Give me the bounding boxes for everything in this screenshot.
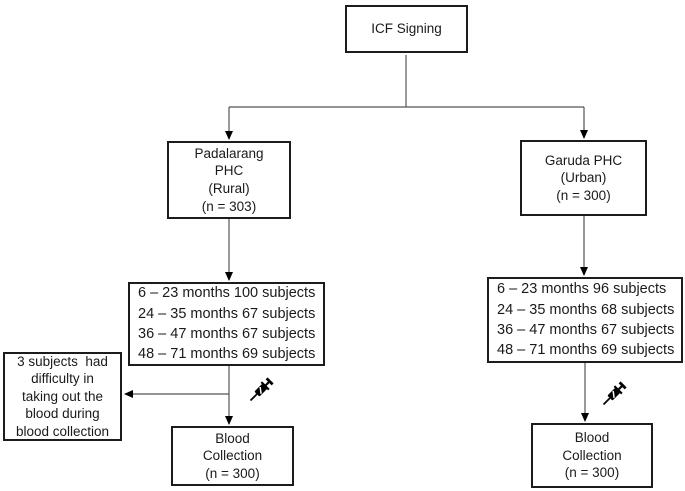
rural-age-groups-node: 6 – 23 months 100 subjects 24 – 35 month… (128, 282, 325, 366)
rural-blood-line: Collection (202, 448, 263, 464)
syringe-icon (249, 377, 274, 402)
rural-blood-line: (n = 300) (205, 465, 260, 481)
difficulty-note-node: 3 subjects had difficulty in taking out … (3, 352, 122, 441)
urban-site-line: (n = 300) (556, 187, 611, 203)
rural-blood-line: Blood (215, 430, 250, 446)
urban-site-node: Garuda PHC (Urban) (n = 300) (520, 140, 647, 216)
rural-age-group-row: 24 – 35 months 67 subjects (138, 305, 316, 322)
rural-site-node: Padalarang PHC (Rural) (n = 303) (167, 141, 291, 219)
icf-signing-label: ICF Signing (371, 21, 442, 37)
urban-age-group-row: 24 – 35 months 68 subjects (497, 301, 675, 318)
icf-signing-node: ICF Signing (345, 5, 468, 53)
rural-site-line: Padalarang (194, 145, 264, 161)
difficulty-note-line: blood collection (15, 423, 110, 439)
difficulty-note-line: blood during (25, 406, 100, 422)
urban-blood-line: (n = 300) (564, 465, 620, 481)
difficulty-note-line: 3 subjects had (17, 353, 108, 369)
rural-age-group-row: 48 – 71 months 69 subjects (138, 346, 316, 363)
rural-age-group-row: 6 – 23 months 100 subjects (138, 285, 316, 302)
syringe-icon (602, 381, 627, 406)
rural-age-group-row: 36 – 47 months 67 subjects (138, 326, 316, 342)
rural-site-line: (n = 303) (201, 198, 257, 214)
urban-age-group-row: 6 – 23 months 96 subjects (497, 281, 667, 298)
urban-blood-line: Collection (562, 447, 622, 463)
urban-blood-collection-node: Blood Collection (n = 300) (531, 423, 653, 488)
rural-site-line: PHC (214, 163, 244, 179)
urban-age-groups-node: 6 – 23 months 96 subjects 24 – 35 months… (487, 277, 683, 363)
urban-blood-line: Blood (574, 430, 610, 446)
urban-age-group-row: 48 – 71 months 69 subjects (497, 342, 675, 359)
urban-site-line: Garuda PHC (544, 152, 623, 168)
urban-site-line: (Urban) (560, 170, 607, 186)
rural-site-line: (Rural) (208, 181, 250, 196)
difficulty-note-line: difficulty in (31, 371, 94, 387)
rural-blood-collection-node: Blood Collection (n = 300) (171, 426, 294, 486)
urban-age-group-row: 36 – 47 months 67 subjects (497, 322, 675, 338)
difficulty-note-line: taking out the (21, 388, 104, 404)
